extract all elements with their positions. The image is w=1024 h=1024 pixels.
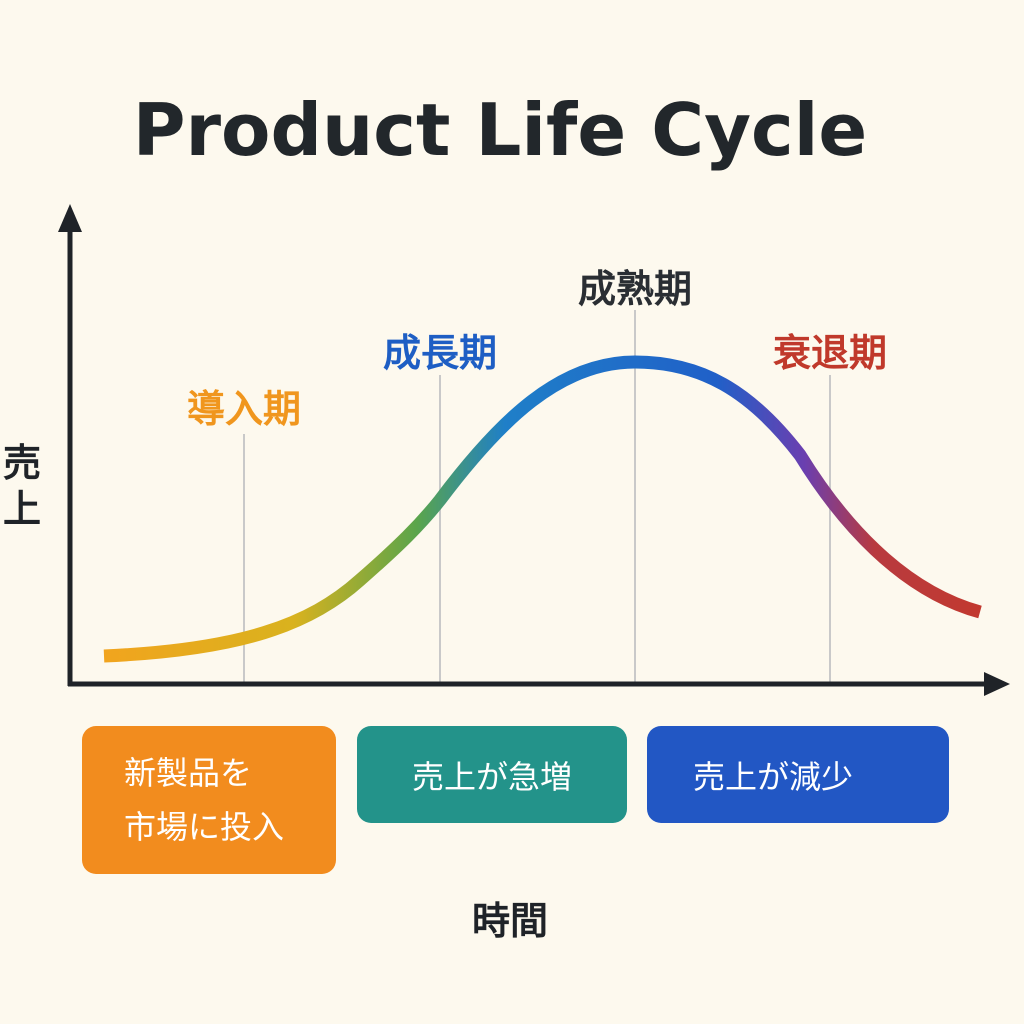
y-axis-label: 売上 — [2, 441, 41, 531]
stage-label-introduction: 導入期 — [186, 387, 302, 431]
description-text-decline: 売上が減少 — [693, 757, 854, 796]
y-axis-arrow-icon — [58, 204, 82, 232]
description-box-decline: 売上が減少 — [647, 726, 949, 823]
description-text-introduction: 新製品を 市場に投入 — [124, 754, 285, 846]
stage-label-maturity: 成熟期 — [577, 267, 693, 311]
x-axis-arrow-icon — [984, 672, 1010, 696]
description-text-growth: 売上が急増 — [411, 757, 572, 796]
stage-label-decline: 衰退期 — [772, 331, 888, 375]
x-axis-label: 時間 — [471, 899, 548, 943]
stage-label-growth: 成長期 — [382, 331, 498, 375]
description-box-introduction: 新製品を 市場に投入 — [82, 726, 336, 874]
diagram-title: Product Life Cycle — [132, 88, 868, 172]
description-box-growth: 売上が急増 — [357, 726, 627, 823]
sales-curve — [103, 355, 982, 663]
